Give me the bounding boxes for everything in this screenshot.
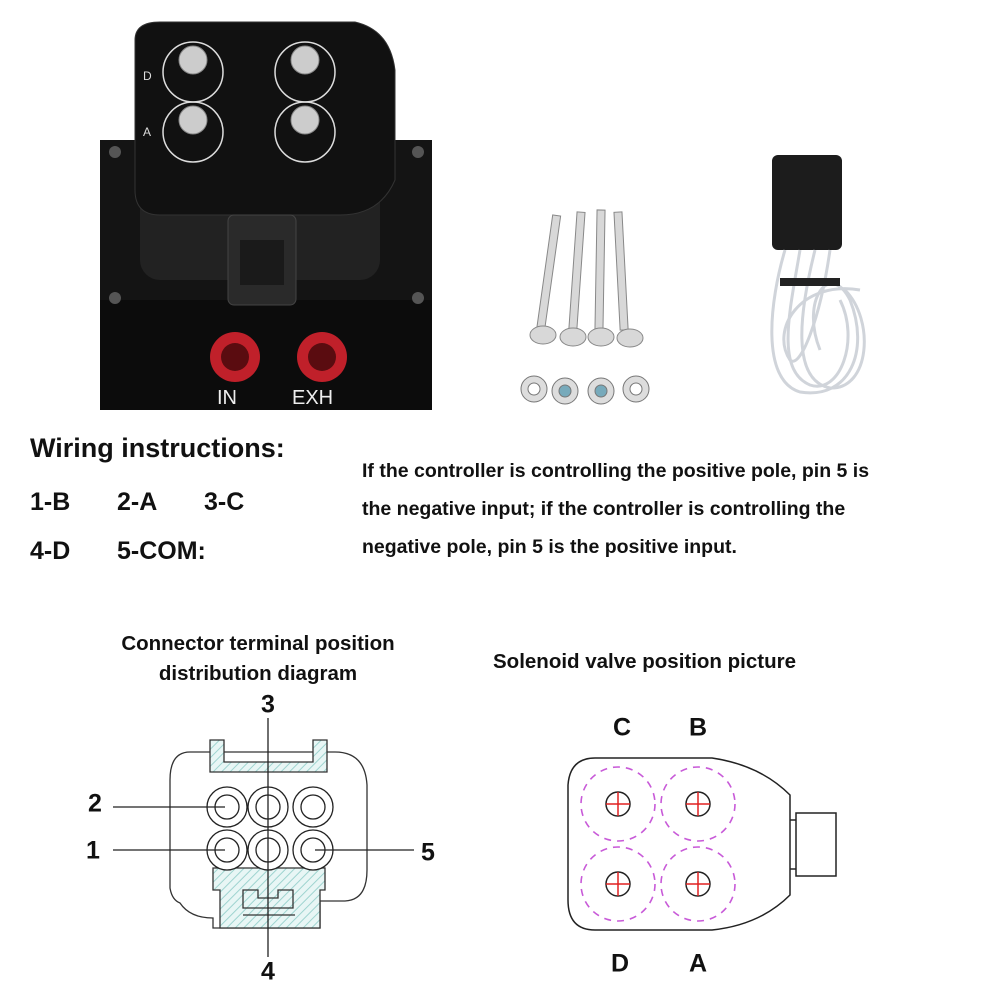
wiring-pair-1b: 1-B (30, 488, 71, 516)
port-label-exh: EXH (292, 387, 333, 409)
connector-title-line: Connector terminal position (121, 632, 395, 655)
pin-5 (292, 829, 334, 871)
nuts-image (520, 375, 650, 405)
connector-latch-bottom (212, 867, 326, 929)
valve-label-c: C (612, 713, 632, 742)
connector-latch-top (209, 739, 328, 773)
wiring-pair-2a: 2-A (117, 488, 158, 516)
product-photo: IN EXH A D (100, 21, 866, 410)
connector-pins (206, 786, 334, 871)
valve-b-marker (685, 791, 711, 817)
solenoid-diagram (567, 757, 837, 931)
solenoid-body (567, 757, 791, 931)
connector-diagram-title: Connector terminal position distribution… (58, 629, 458, 689)
wiring-note: If the controller is controlling the pos… (362, 452, 982, 566)
pin-label-4: 4 (261, 957, 275, 986)
valve-block-image: IN EXH A D (100, 21, 432, 410)
valve-markers (605, 791, 711, 897)
connector-title-line: distribution diagram (158, 662, 358, 685)
valve-label-d: D (143, 69, 152, 83)
pin-label-3: 3 (261, 690, 275, 719)
pin-label-1: 1 (86, 836, 100, 865)
wiring-pair-3c: 3-C (204, 488, 245, 516)
pin-3 (247, 786, 289, 828)
wiring-harness-image (770, 155, 866, 395)
valve-label-b: B (688, 713, 708, 742)
valve-label-d: D (610, 949, 630, 978)
valve-c-marker (605, 791, 631, 817)
pin-4 (247, 829, 289, 871)
pin-2 (206, 786, 248, 828)
wiring-pair-4d: 4-D (30, 537, 71, 565)
valve-label-a: A (143, 125, 151, 139)
solenoid-diagram-title: Solenoid valve position picture (493, 650, 796, 673)
pin-unused (292, 786, 334, 828)
solenoid-connector (795, 812, 837, 877)
pin-label-2: 2 (88, 789, 102, 818)
valve-d-marker (605, 871, 631, 897)
port-label-in: IN (217, 387, 237, 409)
valve-a-marker (685, 871, 711, 897)
valve-label-a: A (688, 949, 708, 978)
connector-housing (169, 751, 368, 929)
wiring-pair-5com: 5-COM: (117, 537, 206, 565)
wiring-title: Wiring instructions: (30, 433, 285, 463)
wiring-note-line: If the controller is controlling the pos… (362, 460, 870, 482)
pin-label-5: 5 (421, 838, 435, 867)
wiring-note-line: the negative input; if the controller is… (362, 498, 846, 520)
leader-lines (113, 718, 414, 957)
pin-1 (206, 829, 248, 871)
bolts-image (529, 209, 644, 348)
wiring-note-line: negative pole, pin 5 is the positive inp… (362, 536, 737, 558)
